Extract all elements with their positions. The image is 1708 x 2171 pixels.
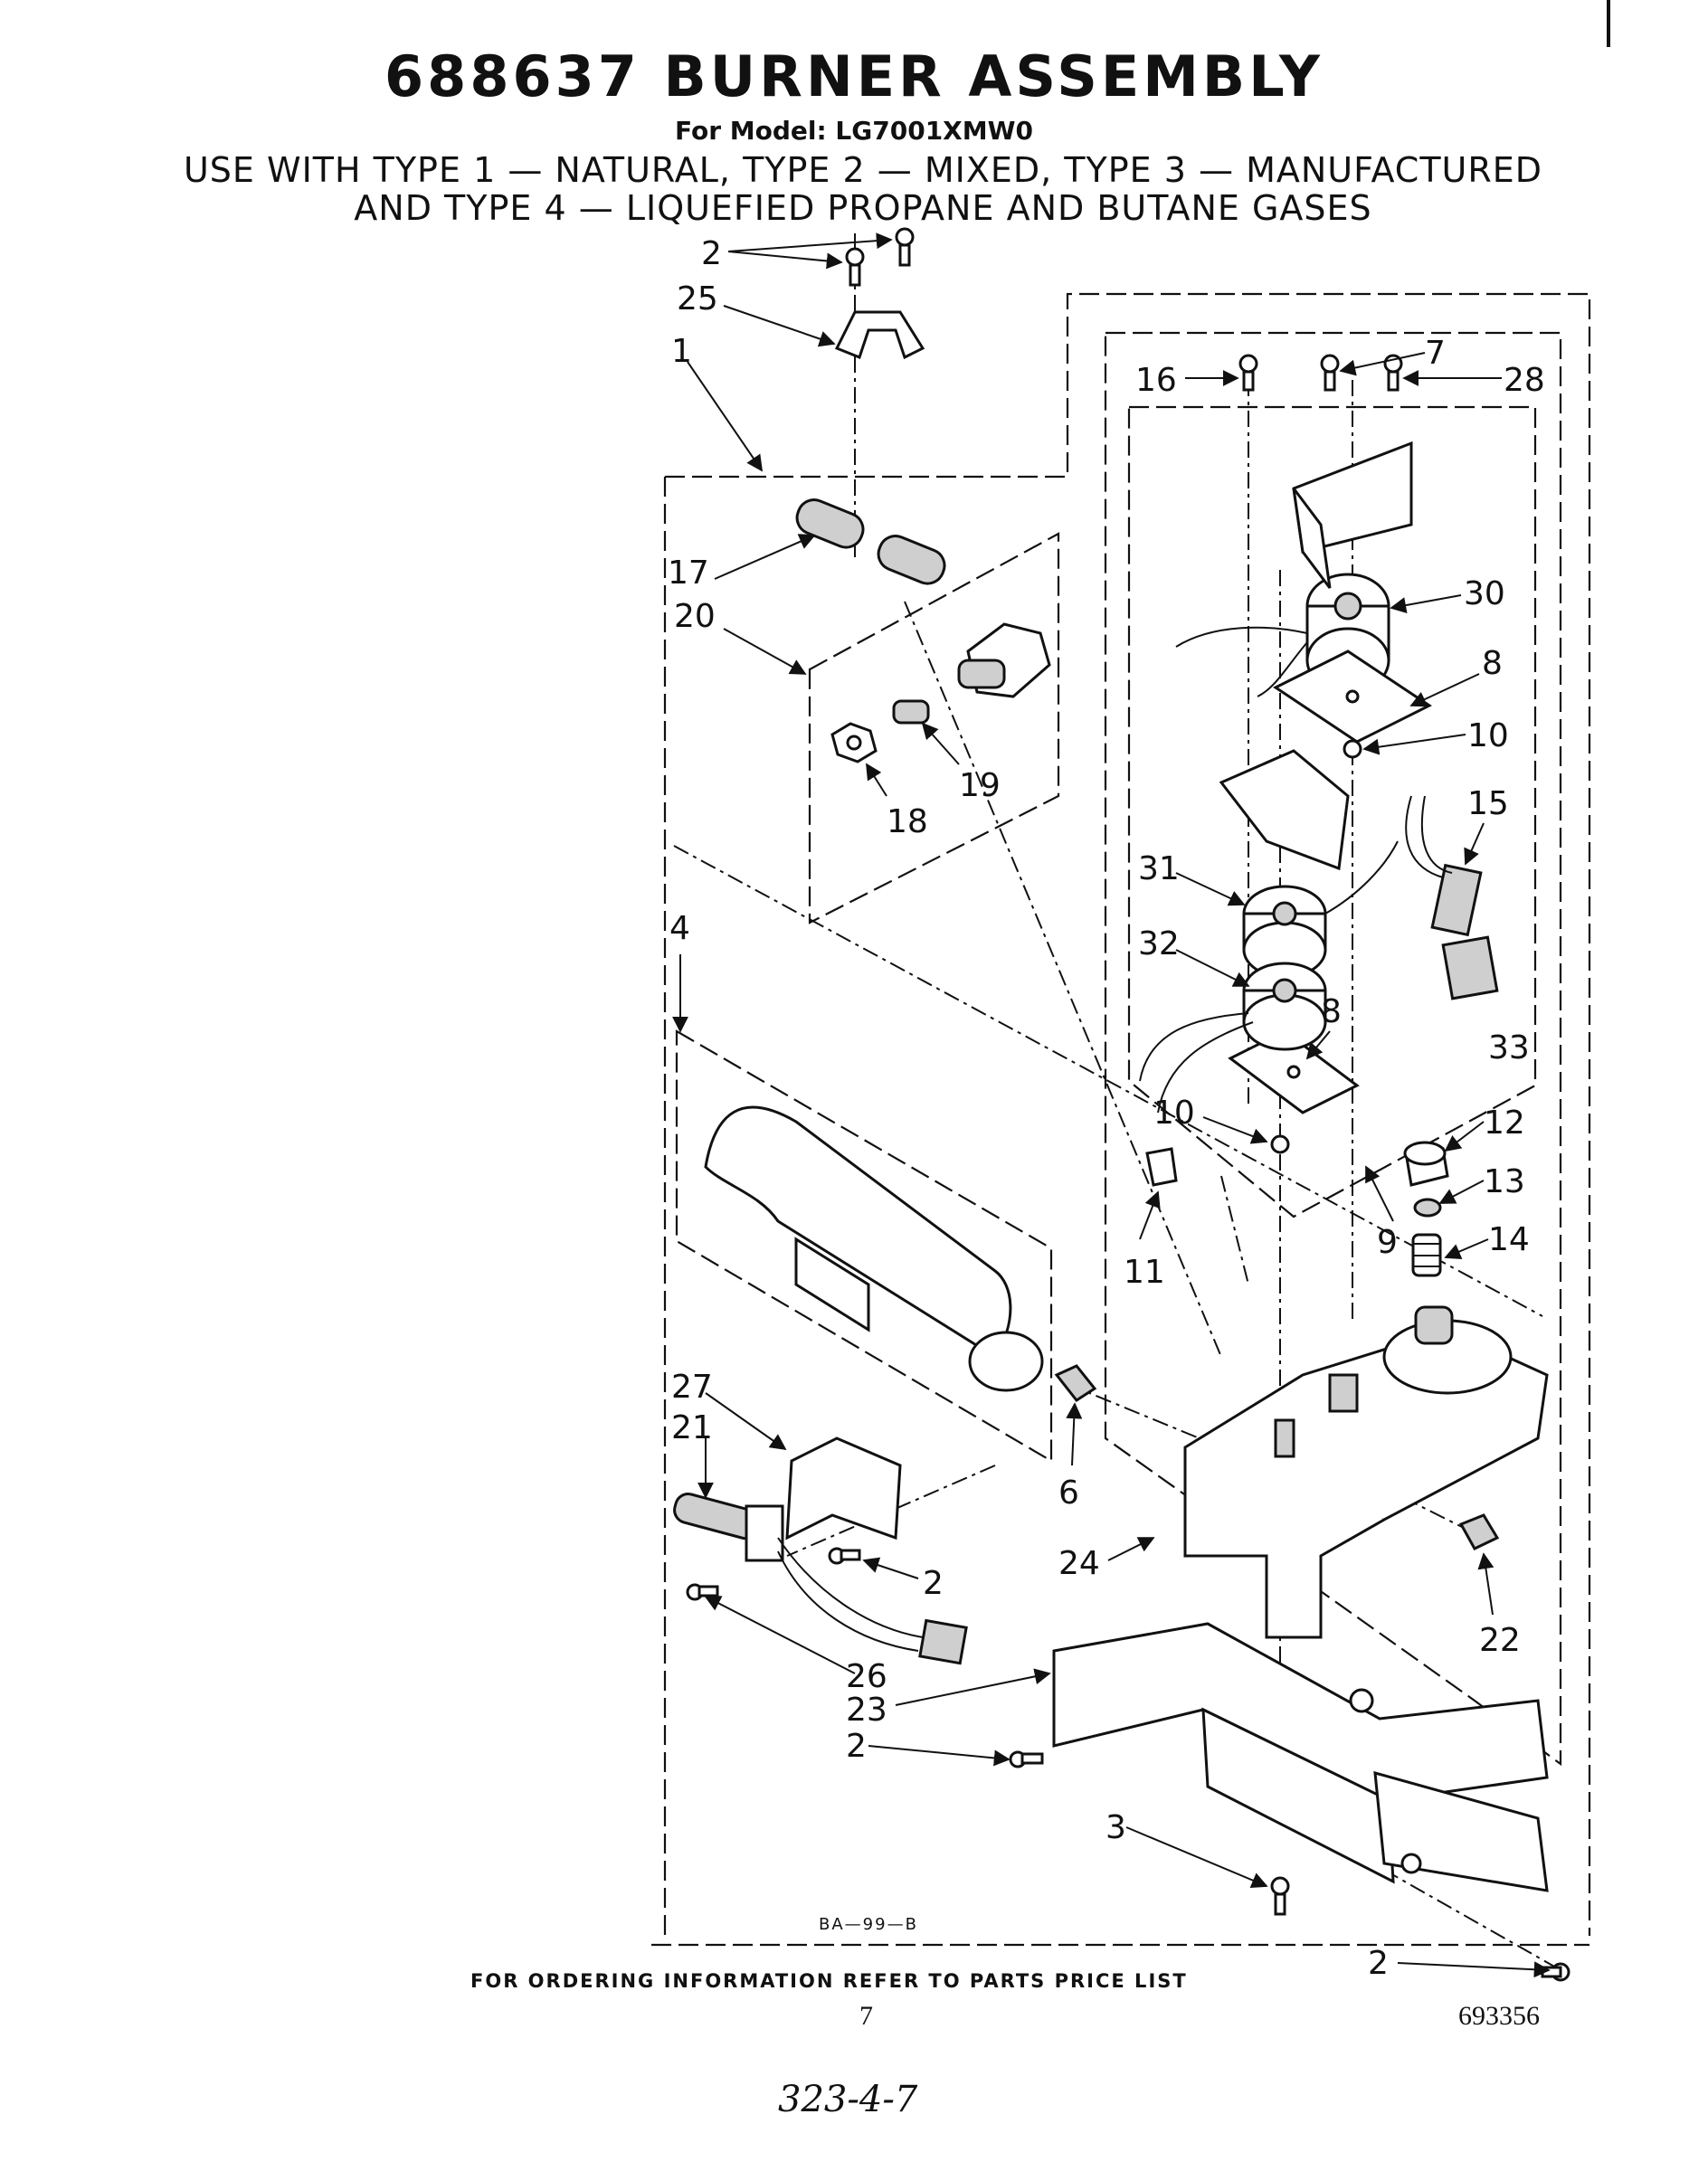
callout-12: 12	[1484, 1104, 1525, 1142]
coil-part-31	[1242, 840, 1399, 979]
gasket-plate-part-8-upper	[1273, 649, 1432, 744]
callout-22: 22	[1479, 1622, 1521, 1659]
orifice-part-19	[892, 699, 930, 725]
bracket-middle	[1219, 749, 1350, 871]
washer-part-13	[1413, 1198, 1442, 1218]
bracket-upper	[1292, 441, 1413, 589]
valve-fitting-part-20	[957, 622, 1051, 698]
callout-32: 32	[1138, 925, 1180, 962]
document-number: 693356	[1458, 2001, 1540, 2031]
callout-26: 26	[846, 1658, 887, 1695]
callout-19: 19	[959, 767, 1001, 804]
cap-part-12	[1403, 1141, 1449, 1187]
igniter-coil-part-17	[795, 498, 946, 585]
callout-15: 15	[1467, 785, 1509, 822]
screw-part-2-top-b	[895, 227, 915, 267]
screw-part-2-mid-a	[828, 1547, 861, 1565]
callout-7: 7	[1425, 335, 1446, 372]
callout-18: 18	[887, 803, 928, 840]
screw-part-7	[1320, 354, 1340, 392]
leader-lines	[672, 232, 1551, 1978]
callout-6: 6	[1058, 1474, 1079, 1512]
callout-13: 13	[1484, 1163, 1525, 1200]
callout-2-lower: 2	[846, 1728, 867, 1765]
callout-21: 21	[671, 1409, 713, 1446]
gas-type-line-1: USE WITH TYPE 1 — NATURAL, TYPE 2 — MIXE…	[183, 150, 1543, 190]
callout-9: 9	[1377, 1224, 1398, 1261]
callout-20: 20	[674, 598, 716, 635]
callout-16: 16	[1135, 362, 1177, 399]
callout-10-lower: 10	[1153, 1095, 1195, 1132]
callout-24: 24	[1058, 1545, 1100, 1582]
mounting-bracket-part-23	[1052, 1622, 1549, 1892]
centerline-g	[1067, 1383, 1222, 1448]
callout-17: 17	[668, 555, 709, 592]
terminal-block-part-33	[1441, 935, 1499, 1000]
centerline-b	[904, 601, 1222, 1358]
callout-2-bottom: 2	[1368, 1945, 1389, 1982]
harness-connector-part-15	[1405, 795, 1483, 937]
edge-mark	[1607, 0, 1610, 47]
callout-1: 1	[671, 333, 692, 370]
page-number: 7	[859, 2001, 873, 2031]
centerline-i	[1220, 1175, 1249, 1285]
igniter-bracket-part-27	[785, 1436, 902, 1541]
callout-4: 4	[669, 910, 690, 947]
drawing-code: BA—99—B	[819, 1915, 918, 1934]
screw-part-16	[1238, 354, 1258, 392]
igniter-part-21	[673, 1493, 968, 1665]
callout-27: 27	[671, 1369, 713, 1406]
page-title: 688637 BURNER ASSEMBLY	[384, 43, 1324, 109]
o-ring-part-10-lower	[1270, 1134, 1290, 1154]
callout-31: 31	[1138, 850, 1180, 887]
fitting-part-6	[1054, 1364, 1097, 1403]
assembly-outline-1	[651, 292, 1591, 1947]
callout-10-upper: 10	[1467, 717, 1509, 754]
callout-14: 14	[1488, 1221, 1530, 1258]
screw-part-2-mid-b	[686, 1583, 719, 1601]
plug-part-11	[1145, 1147, 1178, 1187]
callout-23: 23	[846, 1692, 887, 1729]
nut-part-18	[830, 722, 878, 763]
callout-8-upper: 8	[1482, 645, 1503, 682]
centerline-a	[673, 845, 1543, 1317]
ordering-note: FOR ORDERING INFORMATION REFER TO PARTS …	[470, 1970, 1188, 1992]
burner-tube-part-4	[704, 1105, 1044, 1392]
assembly-outline-4	[675, 1029, 1053, 1463]
assembly-outline-20	[808, 532, 1060, 924]
spring-part-14	[1411, 1233, 1442, 1277]
gas-valve-body	[1183, 1305, 1549, 1639]
clamp-part-25	[834, 310, 925, 360]
callout-3: 3	[1105, 1809, 1126, 1846]
centerline-k	[786, 1465, 996, 1557]
screw-part-3	[1270, 1876, 1290, 1916]
fitting-part-22	[1458, 1513, 1500, 1550]
callout-28: 28	[1504, 362, 1545, 399]
screw-part-2-top-a	[845, 247, 865, 287]
callout-11: 11	[1124, 1254, 1165, 1291]
callout-2-top: 2	[701, 235, 722, 272]
callout-25: 25	[677, 280, 718, 318]
callout-33: 33	[1488, 1029, 1530, 1067]
o-ring-part-10-upper	[1343, 739, 1362, 759]
gas-type-line-2: AND TYPE 4 — LIQUEFIED PROPANE AND BUTAN…	[354, 188, 1372, 228]
handwritten-note: 323-4-7	[778, 2079, 918, 2120]
callout-8-lower: 8	[1321, 993, 1342, 1030]
coil-part-32	[1139, 962, 1327, 1114]
model-subtitle: For Model: LG7001XMW0	[674, 116, 1034, 146]
screw-part-2-bottom	[1541, 1962, 1570, 1982]
callout-30: 30	[1464, 575, 1505, 612]
callout-2-mid: 2	[923, 1565, 944, 1602]
screw-part-2-lower	[1009, 1750, 1044, 1768]
